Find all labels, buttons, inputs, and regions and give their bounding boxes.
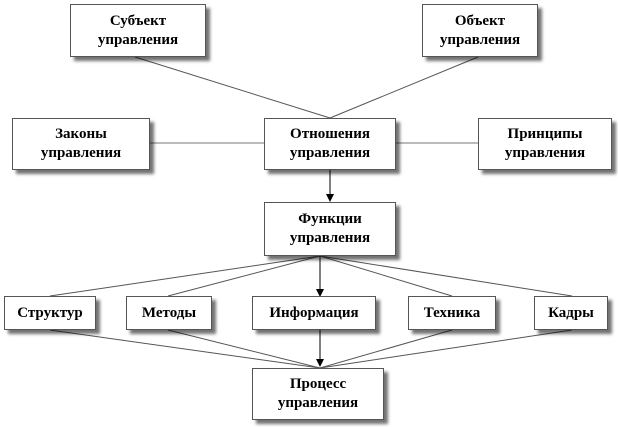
node-personnel-label: Кадры bbox=[548, 304, 594, 321]
node-object-line2: управления bbox=[439, 31, 521, 48]
node-laws-line2: управления bbox=[40, 145, 122, 161]
node-laws: Законы управления bbox=[12, 118, 150, 170]
node-information: Информация bbox=[252, 296, 376, 330]
node-principles-line2: управления bbox=[504, 145, 586, 161]
node-methods: Методы bbox=[126, 296, 212, 330]
edge-personnel-process bbox=[319, 329, 573, 369]
edge-functions-methods bbox=[167, 255, 321, 297]
node-process-line1: Процесс bbox=[289, 376, 347, 392]
node-relations: Отношения управления bbox=[264, 118, 396, 170]
node-personnel: Кадры bbox=[534, 296, 608, 330]
node-relations-line1: Отношения bbox=[290, 126, 370, 142]
node-subject-line1: Субъект bbox=[109, 12, 167, 29]
node-principles: Принципы управления bbox=[478, 118, 612, 170]
edge-methods-process bbox=[167, 329, 321, 369]
node-principles-line1: Принципы bbox=[507, 126, 583, 142]
node-information-label: Информация bbox=[269, 304, 359, 321]
edge-functions-personnel bbox=[319, 255, 573, 297]
node-methods-label: Методы bbox=[141, 304, 197, 321]
node-process: Процесс управления bbox=[252, 368, 384, 420]
node-subject-line2: управления bbox=[97, 31, 179, 48]
node-object: Объект управления bbox=[422, 4, 538, 57]
edge-functions-technique bbox=[319, 255, 453, 297]
node-laws-line1: Законы bbox=[55, 126, 107, 142]
node-object-line1: Объект bbox=[454, 12, 506, 29]
node-structure-label: Структур bbox=[17, 304, 83, 321]
edge-technique-process bbox=[319, 329, 453, 369]
edge-functions-structure bbox=[49, 255, 321, 297]
edge-subject-relations bbox=[134, 56, 331, 119]
node-relations-line2: управления bbox=[289, 145, 371, 161]
node-technique: Техника bbox=[408, 296, 496, 330]
node-functions: Функции управления bbox=[264, 202, 396, 256]
node-structure: Структур bbox=[4, 296, 96, 330]
edge-structure-process bbox=[49, 329, 321, 369]
node-subject: Субъект управления bbox=[70, 4, 206, 57]
node-process-line2: управления bbox=[277, 395, 359, 411]
node-functions-line1: Функции bbox=[298, 211, 362, 227]
edge-object-relations bbox=[329, 56, 479, 119]
node-technique-label: Техника bbox=[423, 304, 481, 321]
node-functions-line2: управления bbox=[289, 230, 371, 246]
